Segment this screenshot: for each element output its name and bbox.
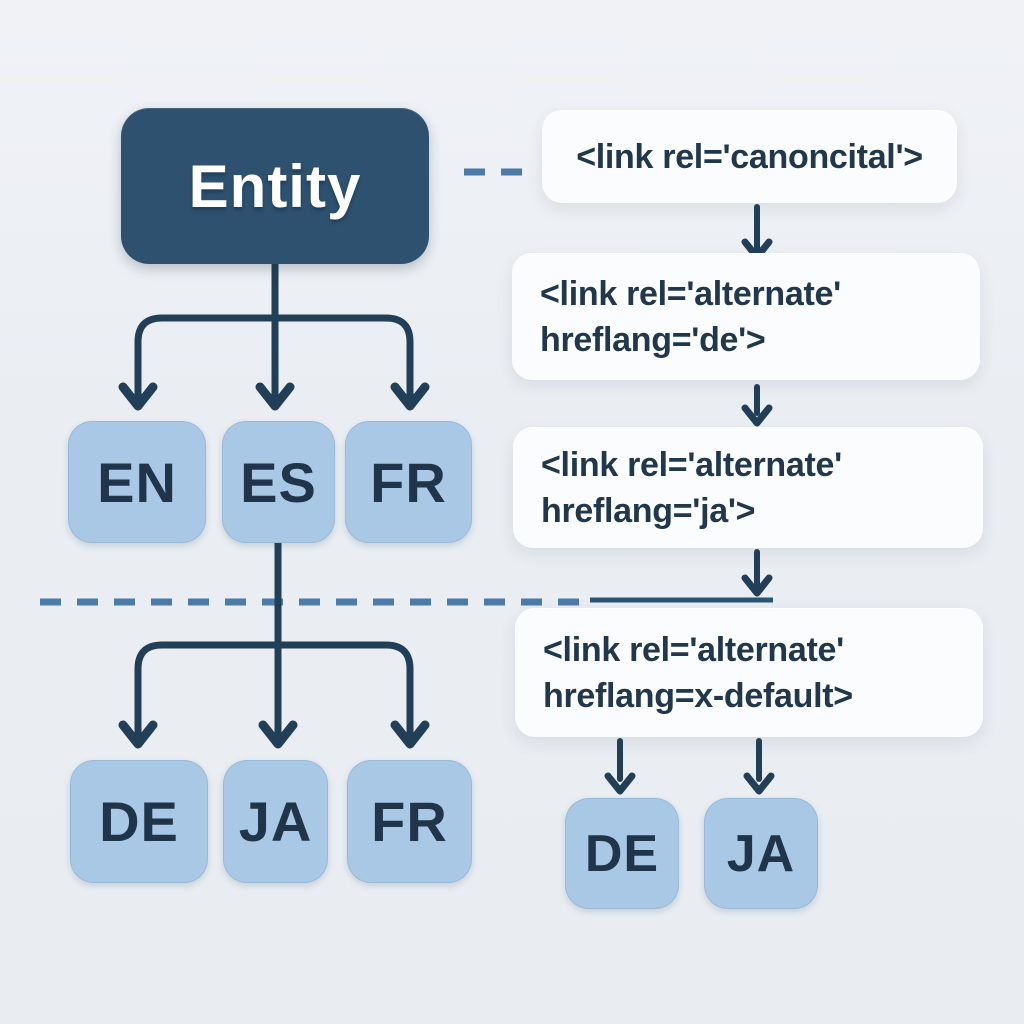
lang-node-label: FR: [371, 790, 448, 853]
lang-node-fr-2: FR: [347, 760, 472, 883]
lang-node-label: DE: [584, 824, 660, 883]
ja-to-xdefault-arrowhead-icon: [741, 574, 773, 597]
entity-node: Entity: [121, 108, 429, 264]
lang-node-fr: FR: [345, 421, 472, 543]
arrowhead-en-icon: [118, 382, 158, 411]
result-node-ja: JA: [704, 798, 818, 909]
code-box-alternate-de: <link rel='alternate' hreflang='de'>: [512, 253, 980, 380]
xdefault-to-de-arrowhead-icon: [604, 772, 636, 795]
code-line: <link rel='alternate': [540, 274, 841, 313]
arrowhead-ja-icon: [258, 720, 298, 749]
arrowhead-de-icon: [118, 720, 158, 749]
code-line: hreflang='de'>: [540, 320, 766, 359]
row1-branch-line: [134, 314, 414, 406]
lang-node-label: JA: [726, 824, 796, 883]
lang-node-es: ES: [222, 421, 335, 543]
result-node-de: DE: [565, 798, 679, 909]
code-line: <link rel='alternate': [541, 445, 842, 484]
entity-label: Entity: [188, 152, 362, 220]
arrowhead-es-icon: [255, 382, 295, 411]
lang-node-label: JA: [238, 790, 313, 853]
code-box-alternate-ja: <link rel='alternate' hreflang='ja'>: [513, 427, 983, 548]
lang-node-label: ES: [240, 450, 317, 514]
lang-node-en: EN: [68, 421, 206, 543]
lang-node-label: FR: [370, 450, 447, 514]
lang-node-label: DE: [99, 790, 179, 853]
arrowhead-fr2-icon: [390, 720, 430, 749]
de-to-ja-arrowhead-icon: [741, 404, 773, 427]
lang-node-label: EN: [97, 450, 177, 514]
lang-node-ja: JA: [223, 760, 328, 883]
lang-node-de: DE: [70, 760, 208, 883]
arrowhead-fr-icon: [390, 382, 430, 411]
code-line: <link rel='canoncital'>: [576, 137, 923, 176]
code-line: hreflang=x-default>: [543, 676, 853, 715]
code-line: hreflang='ja'>: [541, 491, 756, 530]
code-box-canonical: <link rel='canoncital'>: [542, 110, 957, 203]
code-line: <link rel='alternate': [543, 630, 844, 669]
xdefault-to-ja-arrowhead-icon: [743, 772, 775, 795]
code-box-x-default: <link rel='alternate' hreflang=x-default…: [515, 608, 983, 737]
row2-branch-line: [134, 641, 414, 744]
